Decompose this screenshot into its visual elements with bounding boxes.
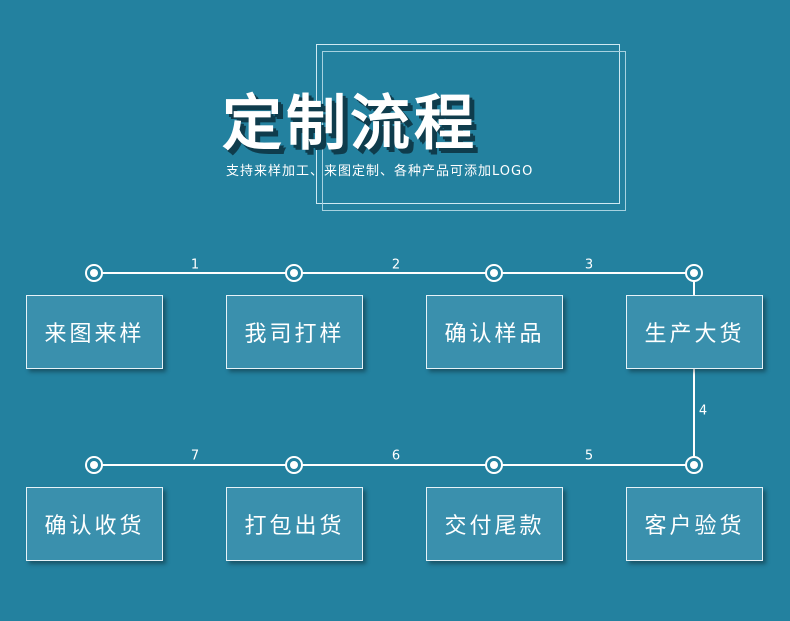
page-subtitle: 支持来样加工、来图定制、各种产品可添加LOGO bbox=[226, 164, 534, 179]
connector-number-5: 5 bbox=[584, 448, 594, 464]
step-box-1: 来图来样 bbox=[26, 295, 163, 369]
connector-number-4: 4 bbox=[698, 403, 708, 419]
flow-node bbox=[685, 264, 703, 282]
connector-number-7: 7 bbox=[190, 448, 200, 464]
flow-node bbox=[485, 456, 503, 474]
connector-number-1: 1 bbox=[190, 257, 200, 273]
flow-node bbox=[685, 456, 703, 474]
step-box-4: 生产大货 bbox=[626, 295, 763, 369]
page-title: 定制流程 bbox=[222, 89, 478, 159]
connector-number-2: 2 bbox=[391, 257, 401, 273]
flow-node bbox=[285, 264, 303, 282]
flow-node bbox=[285, 456, 303, 474]
title-frame-back bbox=[322, 51, 626, 211]
title-frame-front bbox=[316, 44, 620, 204]
step-box-2: 我司打样 bbox=[226, 295, 363, 369]
step-box-8: 确认收货 bbox=[26, 487, 163, 561]
step-box-5: 客户验货 bbox=[626, 487, 763, 561]
flow-node bbox=[485, 264, 503, 282]
step-box-7: 打包出货 bbox=[226, 487, 363, 561]
step-box-3: 确认样品 bbox=[426, 295, 563, 369]
step-box-6: 交付尾款 bbox=[426, 487, 563, 561]
flow-node bbox=[85, 456, 103, 474]
connector-number-6: 6 bbox=[391, 448, 401, 464]
flow-node bbox=[85, 264, 103, 282]
connector-number-3: 3 bbox=[584, 257, 594, 273]
